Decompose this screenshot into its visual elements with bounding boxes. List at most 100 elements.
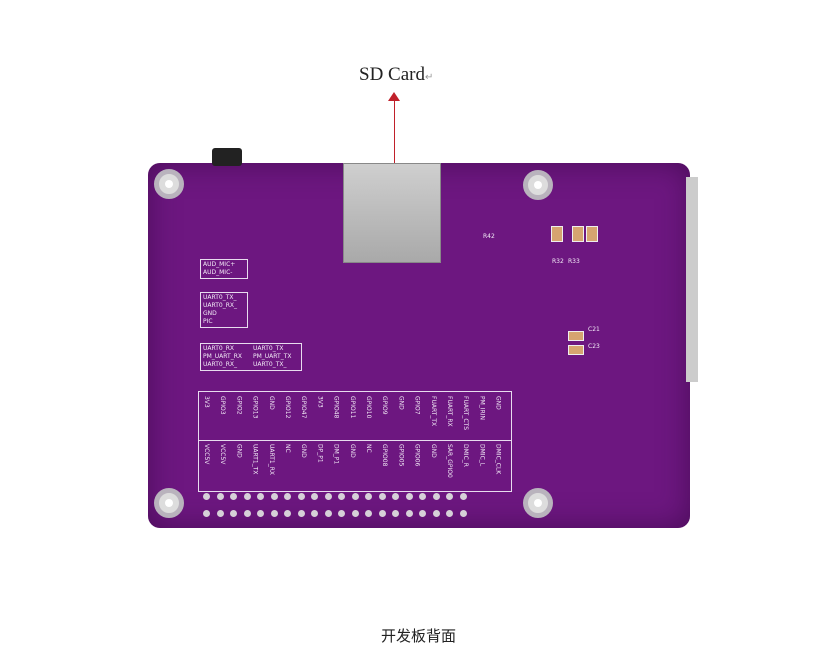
pin-label: DMIC_R bbox=[462, 444, 470, 467]
pin-label: GND bbox=[429, 444, 437, 458]
sd-card-label: SD Card↵ bbox=[359, 64, 433, 86]
pin-label: DP_P1 bbox=[316, 444, 324, 463]
arrow-line bbox=[394, 94, 395, 174]
header-pin bbox=[230, 510, 237, 517]
header-pin bbox=[392, 493, 399, 500]
pin-label: GPIO47 bbox=[300, 396, 308, 419]
pin-label: VCC5V bbox=[219, 444, 227, 465]
header-pin bbox=[324, 493, 332, 500]
mount-hole bbox=[523, 170, 553, 200]
pin-label: GPIO10 bbox=[365, 396, 372, 419]
header-pin bbox=[243, 493, 251, 500]
header-pin bbox=[297, 510, 305, 517]
header-pin bbox=[203, 493, 210, 500]
mount-hole bbox=[154, 488, 184, 518]
header-pin bbox=[365, 510, 372, 517]
pin-label: GND bbox=[397, 396, 405, 410]
caption: 开发板背面 bbox=[380, 627, 456, 645]
pin-label: FUART_CTS bbox=[462, 396, 470, 431]
header-pin bbox=[365, 493, 372, 500]
pin-label: FUART_RX bbox=[446, 396, 453, 427]
pcb-board-image: R42 C21 C23 R32 R33 AUD_MIC+AUD_MIC- UAR… bbox=[148, 148, 698, 528]
header-pin bbox=[216, 510, 224, 517]
pin-label: UART1_TX bbox=[251, 444, 259, 475]
ethernet-connector bbox=[686, 177, 698, 382]
silk-label: C23 bbox=[588, 343, 600, 350]
header-pin bbox=[257, 510, 264, 517]
header-pin bbox=[432, 493, 440, 500]
header-pin bbox=[243, 510, 251, 517]
header-pin bbox=[257, 493, 264, 500]
pin-label: GND bbox=[494, 396, 502, 410]
header-pin bbox=[284, 493, 291, 500]
pin-label: GPIO7 bbox=[413, 396, 421, 415]
mount-hole bbox=[154, 169, 184, 199]
sd-card-slot bbox=[343, 163, 441, 263]
header-pin bbox=[297, 493, 305, 500]
pin-label: DMIC_CLK bbox=[494, 444, 502, 475]
header-pin bbox=[419, 510, 426, 517]
pin-label: GND bbox=[235, 444, 243, 458]
header-pin bbox=[311, 493, 318, 500]
pin-label: GPIO3 bbox=[219, 396, 227, 415]
pin-label: DMIC_L bbox=[478, 444, 486, 467]
header-pin bbox=[405, 510, 413, 517]
pin-label: GND bbox=[300, 444, 308, 458]
pin-label: GPIO48 bbox=[332, 396, 340, 419]
header-pin bbox=[378, 510, 386, 517]
header-pin bbox=[216, 493, 224, 500]
pin-label: GPIO13 bbox=[251, 396, 259, 419]
header-pin bbox=[230, 493, 237, 500]
arrow-up-icon bbox=[388, 92, 400, 101]
header-pin bbox=[270, 510, 278, 517]
header-pin bbox=[459, 510, 467, 517]
pin-label: VCC5V bbox=[203, 444, 210, 465]
header-pin bbox=[203, 510, 210, 517]
pin-label: GPIO11 bbox=[348, 396, 356, 419]
pin-label: 3V3 bbox=[203, 396, 210, 408]
silk-box-audio: AUD_MIC+AUD_MIC- bbox=[200, 259, 248, 279]
header-pin bbox=[270, 493, 278, 500]
silk-label: R42 bbox=[483, 233, 495, 240]
pin-label: FUART_TX bbox=[429, 396, 437, 427]
header-pin bbox=[338, 493, 345, 500]
pin-label: GPIO9 bbox=[381, 396, 389, 415]
pin-label: 3V3 bbox=[316, 396, 324, 408]
pin-label: GPIO08 bbox=[381, 444, 389, 467]
pin-label: GPIO06 bbox=[413, 444, 421, 467]
pin-label: UART1_RX bbox=[267, 444, 275, 475]
header-pin bbox=[446, 510, 453, 517]
header-pin bbox=[338, 510, 345, 517]
sd-card-text: SD Card bbox=[359, 64, 425, 85]
pin-row bbox=[203, 510, 467, 517]
header-pin bbox=[405, 493, 413, 500]
header-pin bbox=[459, 493, 467, 500]
header-pin bbox=[446, 493, 453, 500]
pin-label: GPIO2 bbox=[235, 396, 243, 415]
silk-label: C21 bbox=[588, 326, 600, 333]
header-pin bbox=[432, 510, 440, 517]
header-pin bbox=[284, 510, 291, 517]
pin-label: NC bbox=[284, 444, 291, 453]
header-pin bbox=[351, 493, 359, 500]
audio-jack bbox=[212, 148, 242, 166]
return-mark: ↵ bbox=[424, 72, 434, 83]
header-pin bbox=[311, 510, 318, 517]
mount-hole bbox=[523, 488, 553, 518]
header-pin bbox=[419, 493, 426, 500]
header-pin bbox=[324, 510, 332, 517]
pin-label: GND bbox=[348, 444, 356, 458]
pin-label: DM_P1 bbox=[332, 444, 340, 465]
pin-label: GND bbox=[267, 396, 275, 410]
silk-label: R32 bbox=[552, 258, 564, 265]
header-pin bbox=[392, 510, 399, 517]
pin-label: GPIO12 bbox=[284, 396, 291, 419]
silk-label: R33 bbox=[568, 258, 580, 265]
header-pin bbox=[378, 493, 386, 500]
header-pin bbox=[351, 510, 359, 517]
pin-label: PM_IRIN bbox=[478, 396, 486, 420]
pin-label: SAR_GPIO0 bbox=[446, 444, 453, 478]
